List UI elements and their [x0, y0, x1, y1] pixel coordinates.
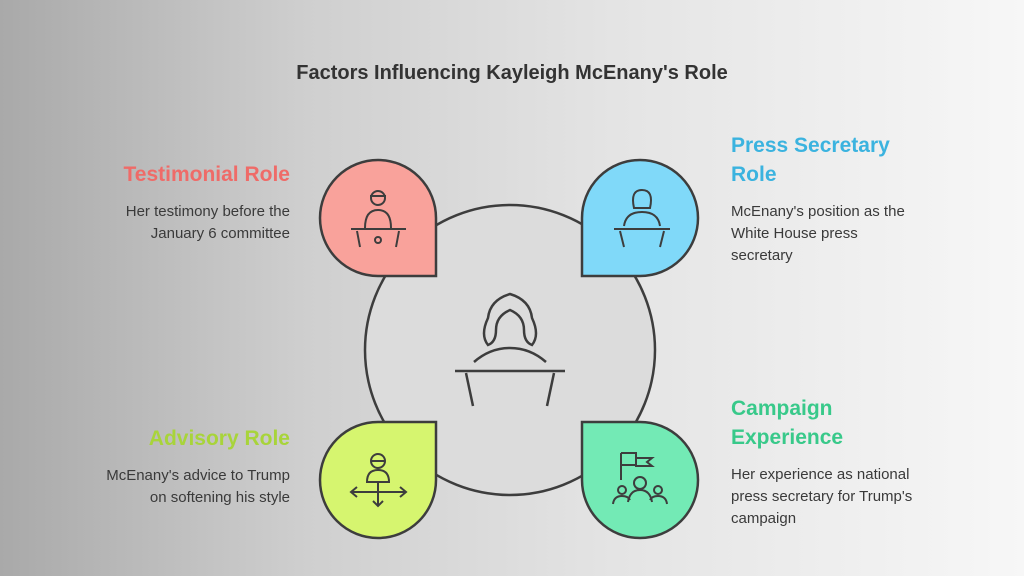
- petal-testimonial: [318, 158, 438, 278]
- factor-press-secretary: Press Secretary Role McEnany's position …: [731, 131, 921, 267]
- factor-advisory: Advisory Role McEnany's advice to Trump …: [90, 424, 290, 509]
- factor-title: Advisory Role: [148, 427, 290, 450]
- advisor-arrows-icon: [349, 453, 408, 508]
- factor-title: Press Secretary Role: [731, 134, 890, 186]
- factor-description: Her testimony before the January 6 commi…: [125, 203, 290, 242]
- factor-title: Testimonial Role: [123, 163, 290, 186]
- factor-title: Campaign Experience: [731, 397, 844, 449]
- testifying-person-icon: [351, 190, 406, 248]
- flag-crowd-icon: [612, 452, 668, 505]
- factor-description: McEnany's position as the White House pr…: [731, 203, 905, 264]
- petal-campaign: [580, 420, 700, 540]
- petal-press-secretary: [580, 158, 700, 278]
- factor-campaign: Campaign Experience Her experience as na…: [731, 394, 931, 530]
- diagram-title: Factors Influencing Kayleigh McEnany's R…: [296, 62, 728, 84]
- petal-advisory: [318, 420, 438, 540]
- factor-description: McEnany's advice to Trump on softening h…: [106, 467, 290, 506]
- factor-description: Her experience as national press secreta…: [731, 466, 913, 527]
- central-speaker-icon: [455, 292, 565, 407]
- factor-testimonial: Testimonial Role Her testimony before th…: [90, 160, 290, 245]
- podium-speaker-icon: [614, 188, 670, 248]
